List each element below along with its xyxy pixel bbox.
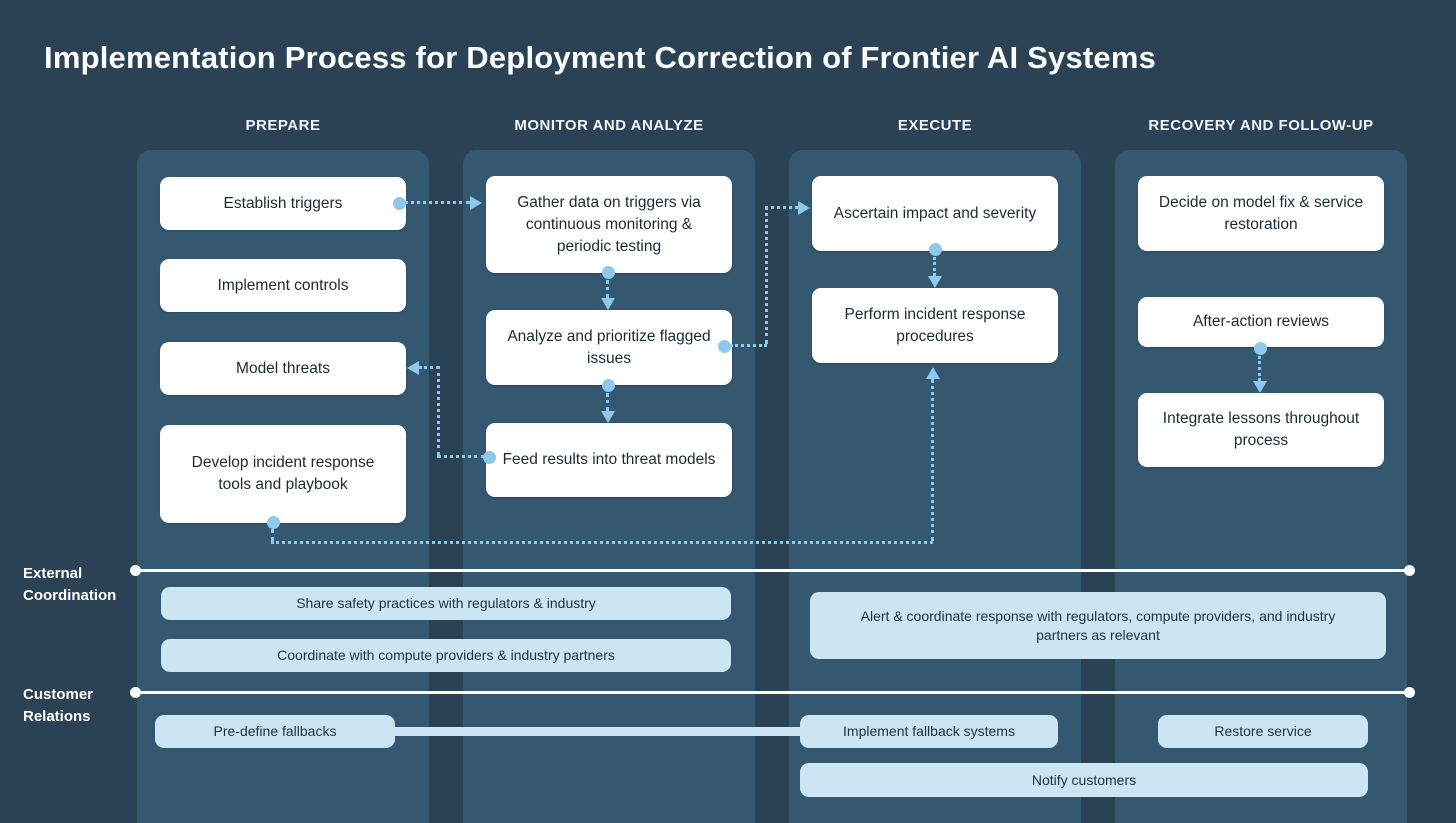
arrow-up-icon bbox=[926, 367, 940, 379]
connector-analyze-ascertain-dot bbox=[718, 340, 731, 353]
arrow-down-icon bbox=[1253, 381, 1267, 393]
connector-gather-analyze-line bbox=[606, 280, 609, 298]
step-after-action-reviews: After-action reviews bbox=[1138, 297, 1384, 347]
lane-box-share-safety: Share safety practices with regulators &… bbox=[161, 587, 731, 620]
arrow-right-icon bbox=[470, 196, 482, 210]
arrow-down-icon bbox=[928, 276, 942, 288]
lane-line-start-dot bbox=[130, 565, 141, 576]
lane-line-customer bbox=[135, 691, 1411, 694]
arrow-down-icon bbox=[601, 411, 615, 423]
step-establish-triggers: Establish triggers bbox=[160, 177, 406, 230]
column-header-prepare: PREPARE bbox=[245, 117, 321, 134]
step-implement-controls: Implement controls bbox=[160, 259, 406, 312]
step-develop-incident-tools: Develop incident response tools and play… bbox=[160, 425, 406, 523]
column-header-monitor: MONITOR AND ANALYZE bbox=[514, 117, 704, 134]
lane-line-external bbox=[135, 569, 1411, 572]
lane-label-external-coordination: External Coordination bbox=[23, 565, 117, 604]
connector-analyze-ascertain-line-h1 bbox=[730, 344, 767, 347]
step-perform-incident-response: Perform incident response procedures bbox=[812, 288, 1058, 363]
step-feed-results: Feed results into threat models bbox=[486, 423, 732, 497]
connector-analyze-feed-line bbox=[606, 393, 609, 411]
connector-develop-perform-dot bbox=[267, 516, 280, 529]
lane-box-alert-coordinate: Alert & coordinate response with regulat… bbox=[810, 592, 1386, 659]
connector-analyze-ascertain-line-h2 bbox=[765, 206, 798, 209]
lane-box-coordinate-compute: Coordinate with compute providers & indu… bbox=[161, 639, 731, 672]
page-title: Implementation Process for Deployment Co… bbox=[44, 40, 1157, 75]
step-gather-data: Gather data on triggers via continuous m… bbox=[486, 176, 732, 273]
connector-establish-gather-line bbox=[404, 201, 470, 204]
lane-line-end-dot bbox=[1404, 687, 1415, 698]
connector-develop-perform-line-h bbox=[271, 541, 933, 544]
lane-box-implement-fallback: Implement fallback systems bbox=[800, 715, 1058, 748]
arrow-left-icon bbox=[407, 361, 419, 375]
panel-recovery bbox=[1115, 150, 1407, 823]
lane-box-restore-service: Restore service bbox=[1158, 715, 1368, 748]
connector-ascertain-perform-dot bbox=[929, 243, 942, 256]
lane-line-end-dot bbox=[1404, 565, 1415, 576]
lane-box-predefine-fallbacks: Pre-define fallbacks bbox=[155, 715, 395, 748]
connector-feed-model-line-h1 bbox=[437, 455, 485, 458]
connector-establish-gather-dot bbox=[393, 197, 406, 210]
step-model-threats: Model threats bbox=[160, 342, 406, 395]
connector-feed-model-dot bbox=[483, 451, 496, 464]
connector-feed-model-line-h2 bbox=[419, 366, 439, 369]
connector-develop-perform-line-v2 bbox=[931, 379, 934, 541]
step-analyze-prioritize: Analyze and prioritize flagged issues bbox=[486, 310, 732, 385]
step-ascertain-impact: Ascertain impact and severity bbox=[812, 176, 1058, 251]
connector-gather-analyze-dot bbox=[602, 266, 615, 279]
step-integrate-lessons: Integrate lessons throughout process bbox=[1138, 393, 1384, 467]
arrow-right-icon bbox=[798, 201, 810, 215]
connector-develop-perform-line-v1 bbox=[271, 529, 274, 541]
lane-label-customer-relations: Customer Relations bbox=[23, 686, 94, 725]
lane-box-notify-customers: Notify customers bbox=[800, 763, 1368, 797]
arrow-down-icon bbox=[601, 298, 615, 310]
lane-line-start-dot bbox=[130, 687, 141, 698]
connector-analyze-feed-dot bbox=[602, 379, 615, 392]
column-header-execute: EXECUTE bbox=[897, 117, 973, 134]
connector-afteraction-integrate-line bbox=[1258, 356, 1261, 381]
column-header-recovery: RECOVERY AND FOLLOW-UP bbox=[1148, 117, 1374, 134]
connector-feed-model-line-v bbox=[437, 366, 440, 455]
connector-ascertain-perform-line bbox=[933, 257, 936, 276]
connector-afteraction-integrate-dot bbox=[1254, 342, 1267, 355]
connector-analyze-ascertain-line-v bbox=[765, 206, 768, 344]
step-decide-model-fix: Decide on model fix & service restoratio… bbox=[1138, 176, 1384, 251]
connector-fallback-bar bbox=[393, 727, 803, 736]
